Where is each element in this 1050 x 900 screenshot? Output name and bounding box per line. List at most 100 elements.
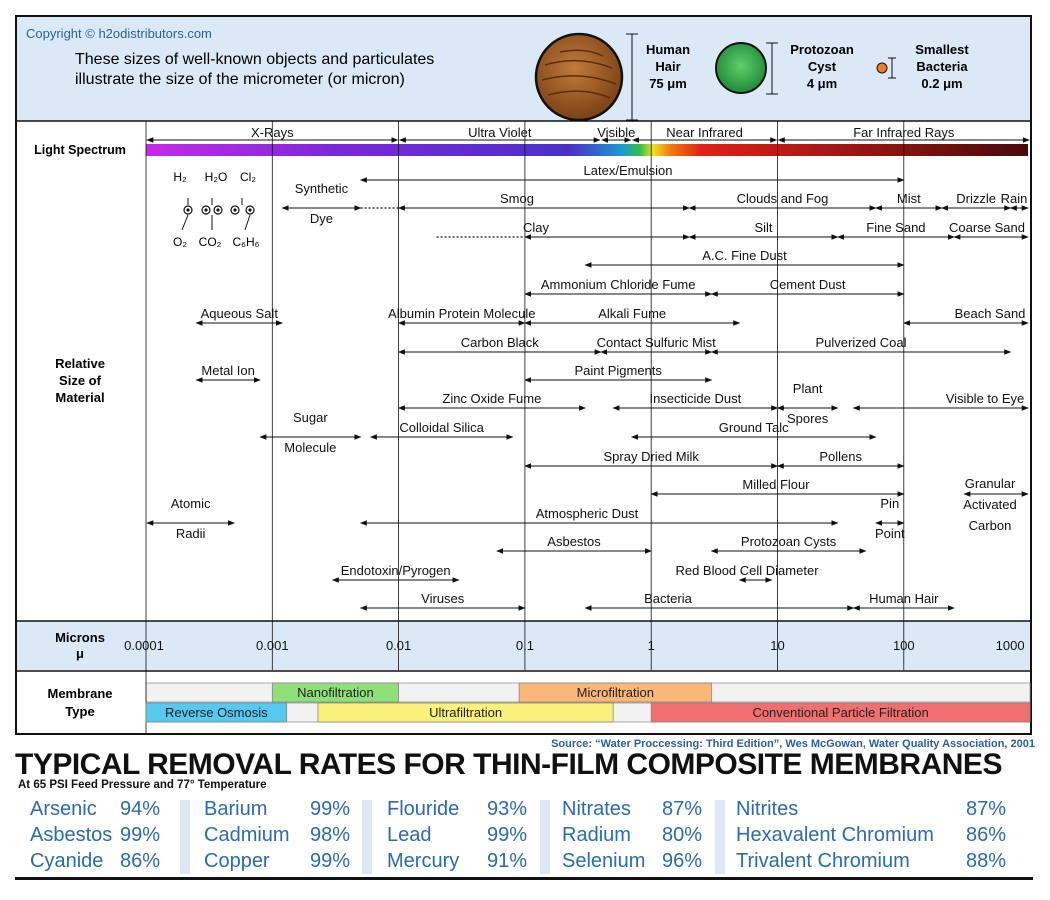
material-label: Clouds and Fog	[737, 191, 829, 206]
contaminant-name: Barium	[204, 798, 268, 820]
x-tick-label: 100	[893, 638, 915, 653]
material-label: Cement Dust	[770, 277, 846, 292]
hair-size: 75 μm	[649, 76, 687, 91]
membrane-label-2: Type	[65, 704, 94, 719]
molecule-formula: C₆H₆	[232, 235, 259, 249]
spectrum-label: Visible	[597, 125, 635, 140]
material-label: Latex/Emulsion	[584, 163, 673, 178]
cyst-label-2: Cyst	[808, 59, 837, 74]
bacteria-size: 0.2 μm	[921, 76, 962, 91]
micron-symbol: μ	[76, 646, 84, 661]
x-tick-label: 0.1	[516, 638, 534, 653]
molecule-formula: O₂	[173, 235, 187, 249]
human-hair-illustration	[534, 32, 638, 122]
contaminant-name: Selenium	[562, 850, 646, 872]
spectrum-label: Near Infrared	[666, 125, 743, 140]
membrane-label: Microfiltration	[577, 685, 654, 700]
x-tick-label: 0.001	[256, 638, 289, 653]
material-label: Ground Talc	[719, 420, 789, 435]
material-label: Silt	[754, 220, 772, 235]
rate-row: Cyanide 86%	[30, 850, 160, 873]
contaminant-name: Asbestos	[30, 824, 113, 846]
contaminant-name: Nitrates	[562, 798, 631, 820]
relative-size-label-3: Material	[55, 390, 104, 405]
contaminant-name: Mercury	[387, 850, 460, 872]
molecule-formula: H₂O	[205, 170, 228, 184]
rate-row: Cadmium 98%	[204, 824, 350, 847]
intro-line-1: These sizes of well-known objects and pa…	[75, 51, 434, 68]
material-label: Pin	[880, 496, 899, 511]
x-tick-label: 1	[648, 638, 655, 653]
material-label: Coarse Sand	[949, 220, 1025, 235]
membrane-bar	[271, 682, 399, 703]
membrane-bar	[317, 702, 614, 723]
contaminant-name: Cyanide	[30, 850, 104, 872]
molecule-formula: CO₂	[199, 235, 222, 249]
contaminant-rate: 91%	[487, 850, 528, 872]
removal-rates-subtitle: At 65 PSI Feed Pressure and 77° Temperat…	[18, 779, 267, 791]
contaminant-name: Trivalent Chromium	[736, 850, 910, 872]
material-label: Contact Sulfuric Mist	[597, 335, 717, 350]
contaminant-rate: 96%	[662, 850, 703, 872]
protozoan-cyst-illustration	[715, 42, 778, 95]
contaminant-rate: 99%	[310, 798, 351, 820]
contaminant-rate: 87%	[966, 798, 1007, 820]
rate-row: Mercury 91%	[387, 850, 527, 873]
material-label: Colloidal Silica	[399, 420, 484, 435]
material-label: Synthetic	[295, 181, 349, 196]
material-label: Human Hair	[869, 591, 939, 606]
contaminant-rate: 99%	[487, 824, 528, 846]
contaminant-rate: 94%	[120, 798, 161, 820]
material-label-line2: Point	[875, 526, 905, 541]
material-label: Beach Sand	[955, 306, 1026, 321]
material-label: Granular	[965, 476, 1016, 491]
spectrum-bar	[146, 144, 1028, 156]
rate-row: Copper 99%	[204, 850, 350, 873]
rates-column: Barium 99% Cadmium 98% Copper 99%	[192, 794, 372, 876]
rate-row: Selenium 96%	[562, 850, 702, 873]
material-label: Alkali Fume	[598, 306, 666, 321]
contaminant-rate: 99%	[310, 850, 351, 872]
membrane-label-1: Membrane	[47, 686, 112, 701]
material-label: Fine Sand	[866, 220, 925, 235]
contaminant-name: Flouride	[387, 798, 460, 820]
spectrum-label: Ultra Violet	[468, 125, 532, 140]
material-label: Spray Dried Milk	[604, 449, 700, 464]
molecule-dot-core	[204, 208, 208, 212]
material-label: Red Blood Cell Diameter	[675, 563, 819, 578]
material-label: Asbestos	[547, 534, 601, 549]
material-label: Mist	[897, 191, 921, 206]
contaminant-rate: 98%	[310, 824, 351, 846]
hair-label-1: Human	[646, 42, 690, 57]
material-label: Smog	[500, 191, 534, 206]
material-label: Ammonium Chloride Fume	[541, 277, 696, 292]
microns-label: Microns	[55, 630, 105, 645]
material-label: Aqueous Salt	[201, 306, 279, 321]
membrane-label: Nanofiltration	[297, 685, 374, 700]
contaminant-name: Copper	[204, 850, 270, 872]
removal-rates-section: Source: “Water Proccessing: Third Editio…	[0, 736, 1050, 900]
molecule-leader	[244, 214, 251, 231]
contaminant-name: Arsenic	[30, 798, 97, 820]
molecule-dot-core	[248, 208, 252, 212]
material-label: Sugar	[293, 410, 328, 425]
material-label: Zinc Oxide Fume	[442, 391, 541, 406]
material-label: Viruses	[421, 591, 465, 606]
material-label: Visible to Eye	[946, 391, 1025, 406]
contaminant-rate: 86%	[966, 824, 1007, 846]
contaminant-rate: 86%	[120, 850, 161, 872]
material-label: Endotoxin/Pyrogen	[341, 563, 451, 578]
contaminant-name: Cadmium	[204, 824, 290, 846]
material-label: Plant	[793, 381, 823, 396]
material-label: Pollens	[819, 449, 862, 464]
